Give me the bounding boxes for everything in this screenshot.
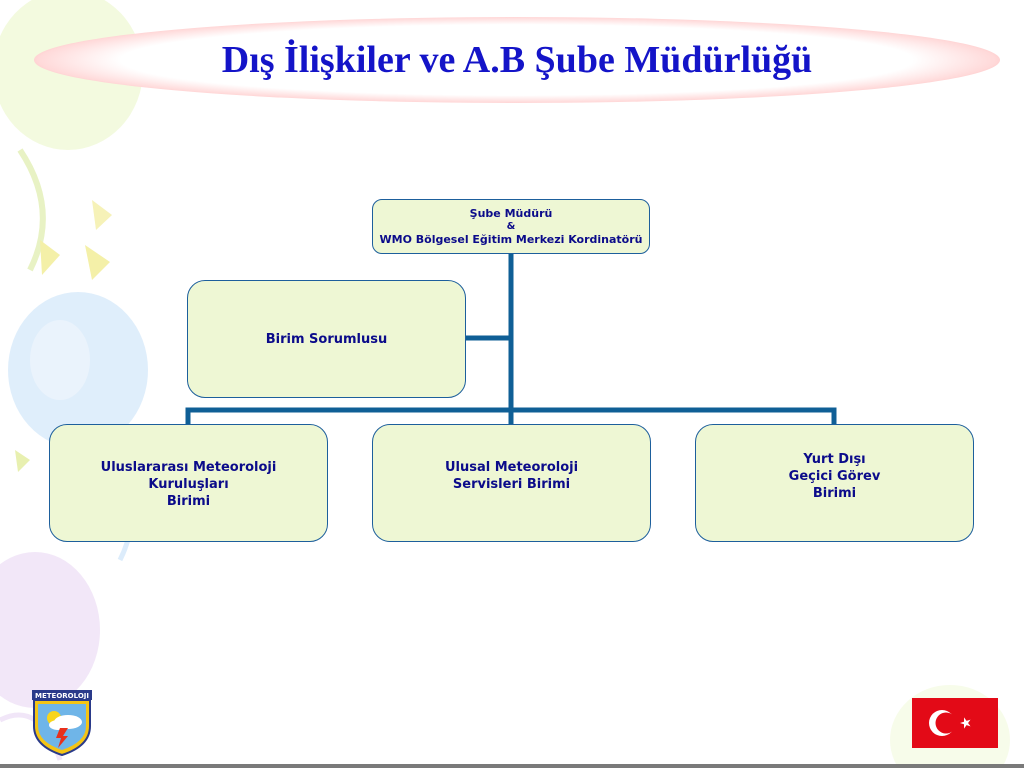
unit-2-line-1: Ulusal Meteoroloji	[444, 460, 579, 475]
unit-3-line-3: Birimi	[812, 486, 857, 501]
turkish-flag-icon	[912, 698, 998, 748]
page-title: Dış İlişkiler ve A.B Şube Müdürlüğü	[221, 39, 813, 81]
head-box: Şube Müdürü & WMO Bölgesel Eğitim Merkez…	[372, 199, 650, 254]
logo-text: METEOROLOJI	[35, 692, 89, 700]
head-title: Şube Müdürü	[469, 206, 553, 220]
unit-3-line-1: Yurt Dışı	[803, 452, 866, 467]
meteoroloji-emblem-icon: METEOROLOJI	[32, 690, 92, 756]
staff-box: Birim Sorumlusu	[187, 280, 466, 398]
head-subtitle: WMO Bölgesel Eğitim Merkezi Kordinatörü	[379, 232, 643, 246]
unit-1-line-3: Birimi	[166, 494, 211, 509]
unit-1-line-2: Kuruluşları	[148, 477, 229, 492]
staff-label: Birim Sorumlusu	[265, 331, 388, 347]
unit-box-abroad: Yurt Dışı Geçici Görev Birimi	[695, 424, 974, 542]
unit-box-international: Uluslararası Meteoroloji Kuruluşları Bir…	[49, 424, 328, 542]
unit-box-national: Ulusal Meteoroloji Servisleri Birimi	[372, 424, 651, 542]
unit-2-line-2: Servisleri Birimi	[452, 477, 571, 492]
unit-1-line-1: Uluslararası Meteoroloji	[100, 460, 277, 475]
bottom-rule	[0, 764, 1024, 768]
head-ampersand: &	[506, 220, 516, 232]
unit-3-line-2: Geçici Görev	[788, 469, 881, 484]
title-banner	[34, 17, 1000, 103]
